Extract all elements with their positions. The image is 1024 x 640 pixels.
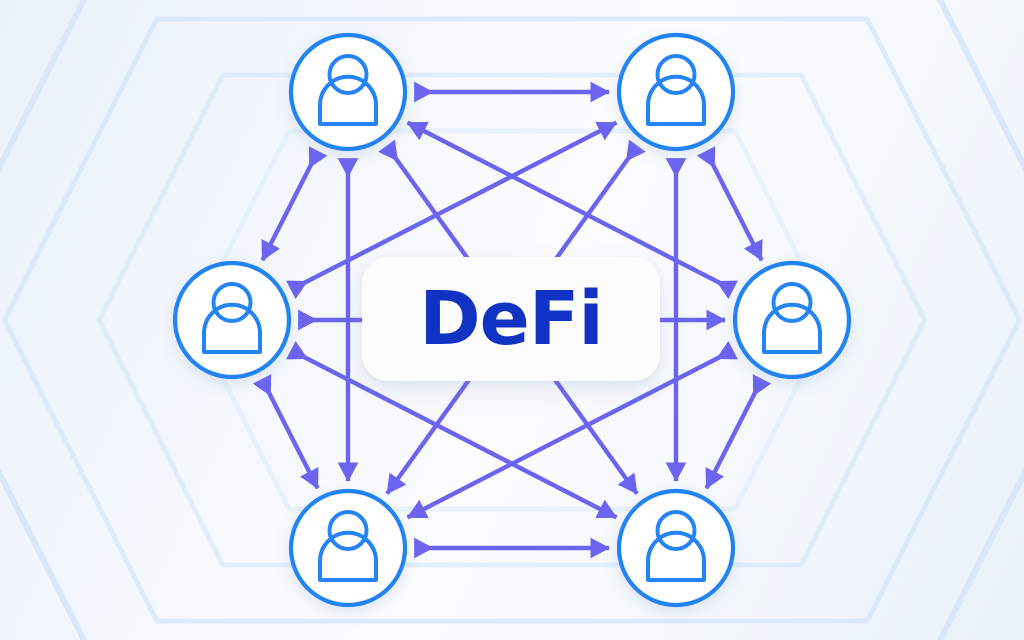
background-hexagon-1 (2, 16, 1022, 624)
defi-label: DeFi (419, 276, 604, 362)
peer-bottom-left[interactable] (288, 488, 408, 608)
user-avatar-icon (646, 54, 706, 126)
edge-right-to-top-left (406, 120, 738, 299)
peer-right[interactable] (732, 260, 852, 380)
defi-center-card: DeFi (362, 257, 660, 381)
peer-bottom-right[interactable] (616, 488, 736, 608)
edge-right-to-bottom-left (406, 341, 738, 520)
user-avatar-icon (202, 282, 262, 354)
peer-top-right[interactable] (616, 32, 736, 152)
background-hexagon-2 (96, 72, 928, 568)
user-avatar-icon (318, 54, 378, 126)
peer-top-left[interactable] (288, 32, 408, 152)
peer-left[interactable] (172, 260, 292, 380)
user-avatar-icon (762, 282, 822, 354)
